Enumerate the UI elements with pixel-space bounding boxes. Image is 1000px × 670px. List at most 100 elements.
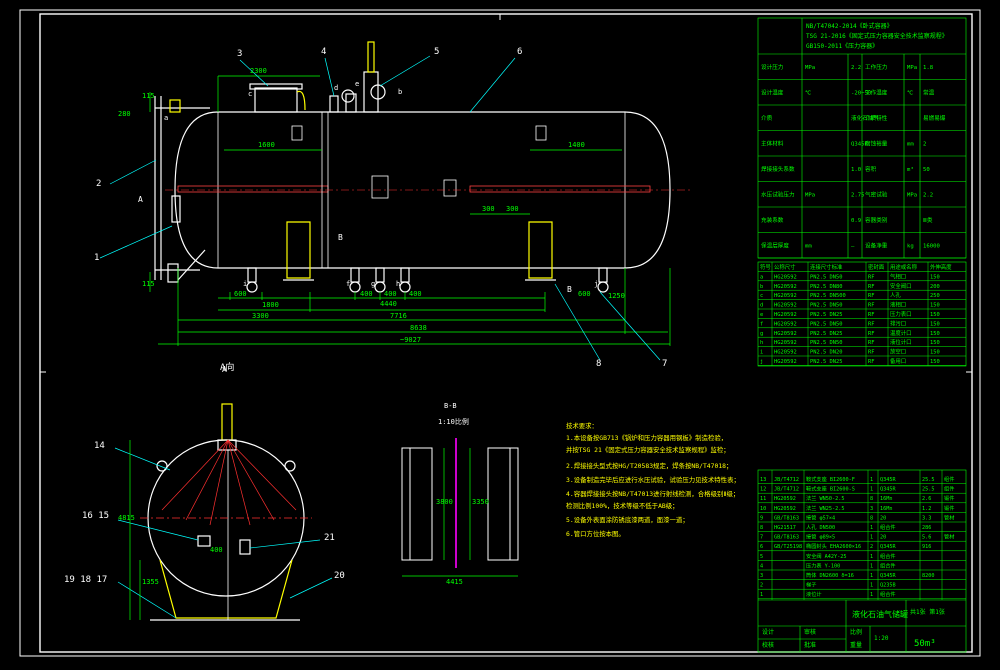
spec-cell: 容器类别 xyxy=(865,216,888,224)
spec-cell: 充装系数 xyxy=(761,216,784,224)
dimension-text: 3800 xyxy=(436,498,453,506)
parts-cell: GB/T8163 xyxy=(774,535,799,541)
spec-cell: 1.8 xyxy=(923,65,934,71)
nozzle-cell: PN2.5 DN50 xyxy=(810,340,842,346)
spec-header-line: NB/T47042-2014《卧式容器》 xyxy=(806,22,893,30)
section-bb-view xyxy=(401,438,519,568)
dimension-text: 400 xyxy=(360,290,373,298)
part-number: 14 xyxy=(94,441,105,451)
part-number: 4 xyxy=(321,47,326,57)
note-line: 5.设备外表面涂防锈底漆两道，面漆一道； xyxy=(566,515,689,524)
spec-cell: 0.9 xyxy=(851,218,861,224)
nozzle-cell: RF xyxy=(868,340,875,346)
spec-cell: MPa xyxy=(907,193,917,199)
leader-lines xyxy=(99,55,661,361)
parts-cell: 锻件 xyxy=(944,504,954,512)
spec-cell: 主体材料 xyxy=(761,140,784,148)
nozzle-header: 用途或名称 xyxy=(890,263,918,271)
parts-cell: 2.6 xyxy=(922,496,931,502)
parts-cell: 椭圆封头 EHA2600×16 xyxy=(806,542,861,550)
dimension-text: 1600 xyxy=(258,141,275,149)
nozzle-flag: a xyxy=(164,114,168,122)
nozzle-flag: c xyxy=(248,90,252,98)
nozzle-cell: 150 xyxy=(930,303,940,309)
parts-cell: 接管 φ57×4 xyxy=(806,513,835,521)
part-number-labels: 1 2 3 4 5 6 7 8 xyxy=(94,47,667,369)
parts-cell: 11 xyxy=(760,496,766,502)
parts-cell: 压力表 Y-100 xyxy=(806,561,840,569)
spec-cell: 50 xyxy=(923,167,930,173)
nozzle-cell: 150 xyxy=(930,350,940,356)
note-line: 并按TSG 21《固定式压力容器安全技术监察规程》监检； xyxy=(566,445,730,454)
drawing-volume: 50m³ xyxy=(914,639,936,649)
spec-cell: 介质 xyxy=(761,114,773,122)
nozzle-cell: HG20592 xyxy=(774,321,797,327)
title-block-texts: 设计 校核 审核 批准 比例 重量 液化石油气储罐 50m³ 1:20 共1张 … xyxy=(762,608,945,649)
parts-cell: 组合件 xyxy=(880,561,896,569)
spec-cell: 容积 xyxy=(865,165,877,173)
spec-cell: 水压试验压力 xyxy=(761,191,795,199)
nozzle-cell: PN2.5 DN500 xyxy=(810,293,846,299)
nozzle-cell: PN2.5 DN25 xyxy=(810,312,842,318)
parts-cell: JB/T4712 xyxy=(774,477,799,483)
part-number: 3 xyxy=(237,49,242,59)
nozzle-cell: RF xyxy=(868,359,875,365)
nozzle-cell: j xyxy=(760,359,763,365)
nozzle-cell: 液位计口 xyxy=(890,338,912,346)
nozzle-cell: RF xyxy=(868,331,875,337)
parts-cell: 3 xyxy=(870,506,873,512)
spec-cell: -20~50 xyxy=(851,91,871,97)
nozzle-cell: 150 xyxy=(930,312,940,318)
nozzle-cell: 排污口 xyxy=(890,319,906,327)
spec-cell: 2.2 xyxy=(923,193,933,199)
spec-cell: 1.0 xyxy=(851,167,861,173)
title-field: 比例 xyxy=(850,628,862,636)
nozzle-cell: RF xyxy=(868,312,875,318)
dimension-text: 4815 xyxy=(118,514,135,522)
parts-cell: 梯子 xyxy=(806,581,816,589)
view-a-dims xyxy=(129,440,141,620)
parts-cell: 安全阀 A42Y-25 xyxy=(806,552,847,560)
parts-cell: 25.5 xyxy=(922,487,935,493)
drawing-title: 液化石油气储罐 xyxy=(852,609,908,619)
nozzle-header: 符号 xyxy=(760,263,771,271)
spec-cell: 设计压力 xyxy=(761,63,784,71)
parts-cell: 2 xyxy=(870,544,873,550)
nozzle-header: 公称尺寸 xyxy=(774,263,796,271)
parts-cell: 法兰 WN50-2.5 xyxy=(806,494,844,502)
parts-cell: 7 xyxy=(760,535,763,541)
nozzle-cell: PN2.5 DN50 xyxy=(810,274,842,280)
parts-cell: 25.5 xyxy=(922,477,935,483)
part-number: 2 xyxy=(96,179,101,189)
spec-cell: 设备净重 xyxy=(865,242,888,250)
nozzle-cell: 250 xyxy=(930,293,940,299)
spec-cell: 常温 xyxy=(923,89,935,97)
nozzle-flag: b xyxy=(398,88,402,96)
dimension-text: 300 xyxy=(482,205,495,213)
parts-cell: 1 xyxy=(870,592,873,598)
nozzle-cell: c xyxy=(760,293,763,299)
parts-cell: 20 xyxy=(880,535,886,541)
parts-cell: JB/T4712 xyxy=(774,487,799,493)
title-block xyxy=(758,599,966,652)
parts-cell: 916 xyxy=(922,544,931,550)
dimension-text: 1355 xyxy=(142,578,159,586)
parts-cell: Q345R xyxy=(880,573,896,579)
dimension-text: 7716 xyxy=(390,312,407,320)
dimension-text: ~9027 xyxy=(400,336,421,344)
section-scale: 1:10比例 xyxy=(438,417,469,426)
dimension-text: 400 xyxy=(384,290,397,298)
nozzle-cell: 安全阀口 xyxy=(890,282,912,290)
ladder xyxy=(154,96,210,283)
part-number: 16 15 xyxy=(82,511,109,521)
spec-cell: 2.2 xyxy=(851,65,861,71)
parts-cell: 5 xyxy=(760,554,763,560)
nozzle-cell: 150 xyxy=(930,321,940,327)
dimension-lines xyxy=(149,75,671,346)
note-line: 3.设备制造完毕后应进行水压试验，试验压力见技术特性表； xyxy=(566,475,740,484)
parts-cell: Q345R xyxy=(880,477,896,483)
drawing-scale: 1:20 xyxy=(874,635,889,642)
parts-cell: 16Mn xyxy=(880,506,893,512)
nozzle-cell: PN2.5 DN50 xyxy=(810,321,842,327)
